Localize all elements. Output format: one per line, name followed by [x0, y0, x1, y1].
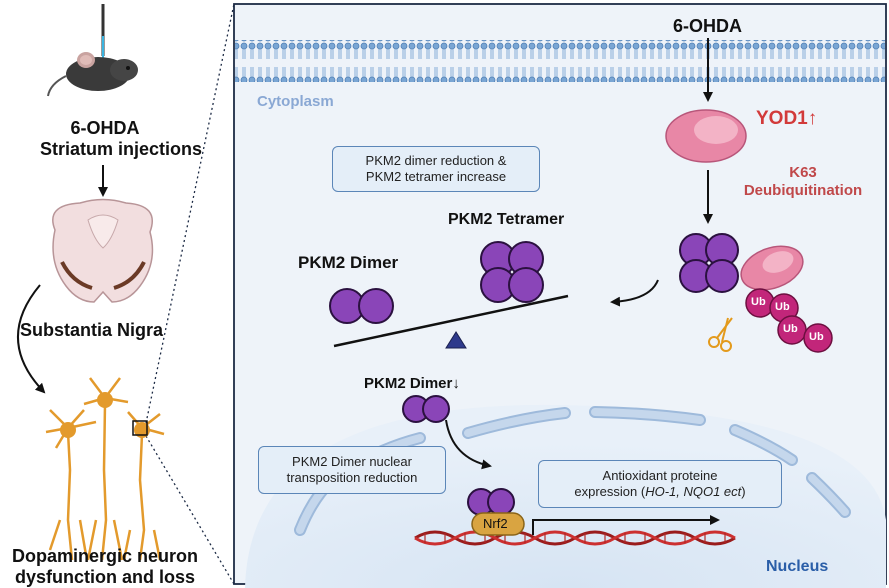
- antioxidant-expression-box: Antioxidant proteine expression (HO-1, N…: [538, 460, 782, 508]
- toxin-label: 6-OHDA: [673, 16, 743, 36]
- ub-chain: [745, 288, 833, 353]
- ub-label-2: Ub: [775, 301, 790, 313]
- pkm2-tetramer-balance: [480, 241, 544, 303]
- zoom-line-bottom: [145, 435, 235, 585]
- pkm2-ub-complex: [679, 233, 804, 293]
- dna-helix: [414, 530, 736, 546]
- nuclear-transposition-box: PKM2 Dimer nuclear transposition reducti…: [258, 446, 446, 494]
- zoom-line-top: [145, 3, 235, 424]
- nucleus-label: Nucleus: [766, 558, 829, 575]
- dimer-down-label: PKM2 Dimer↓: [364, 375, 460, 392]
- brain-to-neuron-arrow: [17, 284, 46, 394]
- neuron-somas: [60, 392, 150, 438]
- nrf2-label: Nrf2: [483, 516, 508, 531]
- tetramer-label: PKM2 Tetramer: [448, 211, 565, 228]
- yod1-label: YOD1↑: [756, 108, 818, 129]
- brain-section: [52, 198, 154, 303]
- dimer-label: PKM2 Dimer: [298, 253, 399, 272]
- neuron-outcome-label: Dopaminergic neuron dysfunction and loss: [11, 546, 199, 587]
- scissors-icon: [708, 317, 733, 352]
- substantia-nigra-label: Substantia Nigra: [20, 320, 164, 340]
- dimer-tetramer-shift-box: PKM2 dimer reduction & PKM2 tetramer inc…: [332, 146, 540, 192]
- cytoplasm-label: Cytoplasm: [257, 93, 334, 110]
- yod1-protein: [665, 109, 747, 163]
- mouse-icon: [47, 4, 138, 97]
- pkm2-dimer-balance: [329, 288, 394, 324]
- plasma-membrane: [235, 40, 885, 82]
- injection-label: 6-OHDA Striatum injections: [40, 118, 203, 159]
- ub-label-3: Ub: [783, 323, 798, 335]
- transcription-arrow: [532, 515, 720, 535]
- complex-to-balance-arrow: [610, 279, 659, 307]
- zoom-box: [132, 420, 148, 436]
- ub-label-1: Ub: [751, 296, 766, 308]
- balance-seesaw: [333, 294, 569, 349]
- ub-label-4: Ub: [809, 331, 824, 343]
- pkm2-dimer-nucleus: [467, 488, 515, 516]
- pkm2-dimer-cytoplasm: [402, 395, 450, 423]
- dopaminergic-neurons: [45, 377, 165, 561]
- nuclear-import-arrow: [445, 419, 492, 470]
- nrf2-protein: [471, 512, 525, 536]
- k63-label: K63 Deubiquitination: [743, 164, 863, 199]
